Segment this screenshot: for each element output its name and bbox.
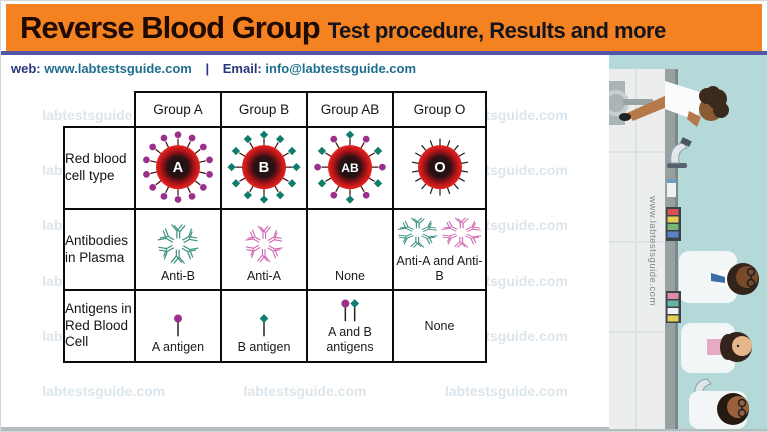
red-blood-cell-a-graphic: A <box>143 131 213 203</box>
anti-a-antibody-graphic <box>245 225 283 262</box>
illustration-vertical-text: www.labtestsguide.com <box>647 195 658 306</box>
cell-caption: Anti-A and Anti-B <box>396 254 483 283</box>
svg-text:A: A <box>173 160 184 176</box>
antigen-cell-group-ab: A and B antigens <box>306 289 394 363</box>
antigen-cell-group-b: B antigen <box>220 289 308 363</box>
rbc-cell-group-b: B <box>220 126 308 210</box>
column-header-group-ab: Group AB <box>306 91 394 128</box>
blood-group-table: Group A Group B Group AB Group O Red blo… <box>63 91 487 363</box>
cell-caption: Anti-A <box>246 268 282 283</box>
cell-caption: Anti-B <box>160 268 196 283</box>
antibody-cell-group-b: Anti-A <box>220 208 308 291</box>
row-label-antigens-in-red-blood-cell: Antigens in Red Blood Cell <box>63 289 136 363</box>
page-subtitle: Test procedure, Results and more <box>327 18 667 43</box>
column-header-group-b: Group B <box>220 91 308 128</box>
website-link: www.labtestsguide.com <box>44 61 192 76</box>
antigen-cell-group-o: None <box>392 289 487 363</box>
column-header-group-a: Group A <box>134 91 222 128</box>
row-label-red-blood-cell-type: Red blood cell type <box>63 126 136 210</box>
test-tube-rack-icon <box>666 291 681 323</box>
web-label: web: <box>11 61 41 76</box>
red-blood-cell-b-graphic: B <box>227 130 301 204</box>
watermark: labtestsguide.com <box>243 383 367 400</box>
antigen-cell-group-a: A antigen <box>134 289 222 363</box>
svg-text:AB: AB <box>341 161 359 175</box>
column-header-group-o: Group O <box>392 91 487 128</box>
rbc-cell-group-a: A <box>134 126 222 210</box>
email-value: info@labtestsguide.com <box>265 61 417 76</box>
lab-worker-1 <box>619 81 729 127</box>
red-blood-cell-o-graphic: O <box>411 138 468 196</box>
contact-separator: | <box>205 61 210 76</box>
antibody-cell-group-a: Anti-B <box>134 208 222 291</box>
rbc-cell-group-o: O <box>392 126 487 210</box>
microscope-icon <box>667 137 692 168</box>
lab-worker-2 <box>679 251 759 303</box>
red-blood-cell-ab-graphic: AB <box>314 130 386 204</box>
cell-caption: B antigen <box>237 339 291 354</box>
a-antigen-pin-graphic <box>173 314 183 336</box>
a-and-b-antigen-pin-graphic <box>341 299 360 322</box>
anti-a-and-anti-b-antibody-graphic <box>397 217 481 248</box>
lab-illustration: www.labtestsguide.com <box>609 55 767 429</box>
watermark: labtestsguide.com <box>42 383 166 400</box>
antibody-cell-group-o: Anti-A and Anti-B <box>392 208 487 291</box>
bottom-border-strip <box>1 427 767 431</box>
header-divider <box>1 51 767 55</box>
test-tube-rack-icon <box>666 207 681 241</box>
page-title: Reverse Blood Group <box>20 10 321 45</box>
antibody-cell-group-ab: None <box>306 208 394 291</box>
lab-scene-graphic: www.labtestsguide.com <box>609 55 767 429</box>
cell-caption: A and B antigens <box>326 325 374 354</box>
svg-text:O: O <box>434 160 445 176</box>
row-label-antibodies-in-plasma: Antibodies in Plasma <box>63 208 136 291</box>
cell-caption: None <box>424 318 455 333</box>
svg-text:B: B <box>259 160 270 176</box>
cell-caption: None <box>335 268 365 283</box>
table-corner-spacer <box>64 92 135 127</box>
rbc-cell-group-ab: AB <box>306 126 394 210</box>
cell-caption: A antigen <box>151 339 205 354</box>
lab-worker-3 <box>681 323 752 373</box>
b-antigen-pin-graphic <box>259 313 269 336</box>
anti-b-antibody-graphic <box>157 223 199 264</box>
contact-bar: web: www.labtestsguide.com | Email: info… <box>1 55 609 81</box>
header-banner: Reverse Blood Group Test procedure, Resu… <box>6 4 762 51</box>
lab-worker-4 <box>689 378 749 429</box>
email-label: Email: <box>222 61 262 76</box>
watermark: labtestsguide.com <box>444 383 568 400</box>
